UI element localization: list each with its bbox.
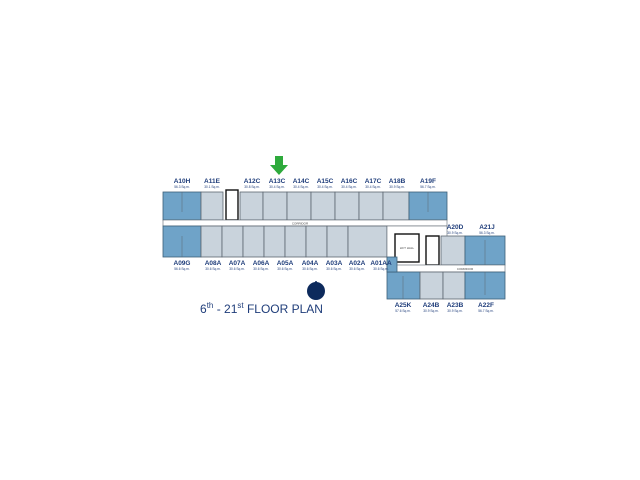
stair-core-right [425, 235, 440, 266]
unit-A07A[interactable] [221, 225, 244, 258]
svg-text:A23B: A23B [447, 302, 464, 309]
unit-A23B[interactable] [442, 271, 466, 300]
stair-core [225, 189, 239, 221]
svg-text:A19F: A19F [420, 178, 436, 185]
svg-text:56.6 Sq.m.: 56.6 Sq.m. [174, 267, 190, 271]
svg-text:30.4 Sq.m.: 30.4 Sq.m. [269, 185, 285, 189]
svg-text:30.6 Sq.m.: 30.6 Sq.m. [253, 267, 269, 271]
svg-text:A13C: A13C [269, 178, 286, 185]
unit-A15C[interactable] [310, 191, 336, 221]
svg-text:30.4 Sq.m.: 30.4 Sq.m. [365, 185, 381, 189]
unit-A08A[interactable] [200, 225, 223, 258]
svg-text:30.9 Sq.m.: 30.9 Sq.m. [389, 185, 405, 189]
svg-text:A10H: A10H [174, 178, 191, 185]
unit-A20D[interactable] [440, 235, 466, 266]
interior-partitions [181, 192, 486, 299]
svg-text:A17C: A17C [365, 178, 382, 185]
svg-text:A24B: A24B [423, 302, 440, 309]
unit-A16C[interactable] [334, 191, 360, 221]
svg-text:A05A: A05A [277, 260, 294, 267]
svg-text:A09G: A09G [174, 260, 191, 267]
unit-A06A[interactable] [242, 225, 265, 258]
svg-text:A25K: A25K [395, 302, 412, 309]
svg-text:30.6 Sq.m.: 30.6 Sq.m. [277, 267, 293, 271]
svg-text:30.1 Sq.m.: 30.1 Sq.m. [204, 185, 220, 189]
svg-text:A12C: A12C [244, 178, 261, 185]
svg-text:30.4 Sq.m.: 30.4 Sq.m. [341, 185, 357, 189]
top-row-units [162, 189, 448, 221]
unit-A17C[interactable] [358, 191, 384, 221]
svg-text:A15C: A15C [317, 178, 334, 185]
lift-hall-label: LIFT HALL [400, 246, 415, 250]
unit-A04A[interactable] [284, 225, 307, 258]
svg-text:A16C: A16C [341, 178, 358, 185]
compass-icon [307, 282, 325, 300]
svg-text:30.4 Sq.m.: 30.4 Sq.m. [317, 185, 333, 189]
svg-text:30.6 Sq.m.: 30.6 Sq.m. [229, 267, 245, 271]
svg-text:A07A: A07A [229, 260, 246, 267]
svg-text:A11E: A11E [204, 178, 221, 185]
down-arrow-icon [270, 156, 288, 175]
lift-hall [394, 233, 420, 263]
svg-text:56.3 Sq.m.: 56.3 Sq.m. [479, 231, 495, 235]
svg-text:30.6 Sq.m.: 30.6 Sq.m. [302, 267, 318, 271]
svg-text:A06A: A06A [253, 260, 270, 267]
corridor-right-label: CORRIDOR [457, 267, 474, 271]
svg-text:A14C: A14C [293, 178, 310, 185]
svg-text:30.6 Sq.m.: 30.6 Sq.m. [349, 267, 365, 271]
svg-text:30.6 Sq.m.: 30.6 Sq.m. [326, 267, 342, 271]
svg-text:A21J: A21J [479, 224, 495, 231]
svg-text:30.4 Sq.m.: 30.4 Sq.m. [293, 185, 309, 189]
svg-text:57.6 Sq.m.: 57.6 Sq.m. [395, 309, 411, 313]
svg-text:30.9 Sq.m.: 30.9 Sq.m. [447, 231, 463, 235]
unit-A24B[interactable] [419, 271, 444, 300]
svg-text:30.6 Sq.m.: 30.6 Sq.m. [373, 267, 389, 271]
unit-A14C[interactable] [286, 191, 312, 221]
unit-A05A[interactable] [263, 225, 286, 258]
unit-A25K-extension [386, 256, 398, 273]
unit-A01AA[interactable] [347, 225, 388, 258]
svg-text:A22F: A22F [478, 302, 494, 309]
svg-text:A03A: A03A [326, 260, 343, 267]
svg-text:A04A: A04A [302, 260, 319, 267]
svg-text:30.9 Sq.m.: 30.9 Sq.m. [447, 309, 463, 313]
unit-A11E[interactable] [200, 191, 224, 221]
svg-text:30.8 Sq.m.: 30.8 Sq.m. [244, 185, 260, 189]
svg-text:A01AA: A01AA [370, 260, 392, 267]
svg-text:56.3 Sq.m.: 56.3 Sq.m. [174, 185, 190, 189]
svg-text:56.7 Sq.m.: 56.7 Sq.m. [478, 309, 494, 313]
svg-text:30.6 Sq.m.: 30.6 Sq.m. [205, 267, 221, 271]
svg-text:A20D: A20D [447, 224, 464, 231]
unit-A13C[interactable] [262, 191, 288, 221]
bottom-row-units [162, 225, 388, 258]
compass-north-dot [315, 281, 317, 283]
svg-text:A02A: A02A [349, 260, 366, 267]
unit-A25K[interactable] [386, 271, 421, 300]
unit-A03A[interactable] [305, 225, 328, 258]
unit-A18B[interactable] [382, 191, 410, 221]
unit-A02A[interactable] [326, 225, 349, 258]
svg-text:A18B: A18B [389, 178, 406, 185]
unit-A12C[interactable] [239, 191, 264, 221]
floor-plan-title: 6th - 21st FLOOR PLAN [200, 301, 323, 316]
corridor-right [386, 264, 506, 273]
corridor-label: CORRIDOR [292, 222, 309, 226]
svg-text:30.9 Sq.m.: 30.9 Sq.m. [423, 309, 439, 313]
svg-text:A08A: A08A [205, 260, 222, 267]
svg-text:56.7 Sq.m.: 56.7 Sq.m. [420, 185, 436, 189]
